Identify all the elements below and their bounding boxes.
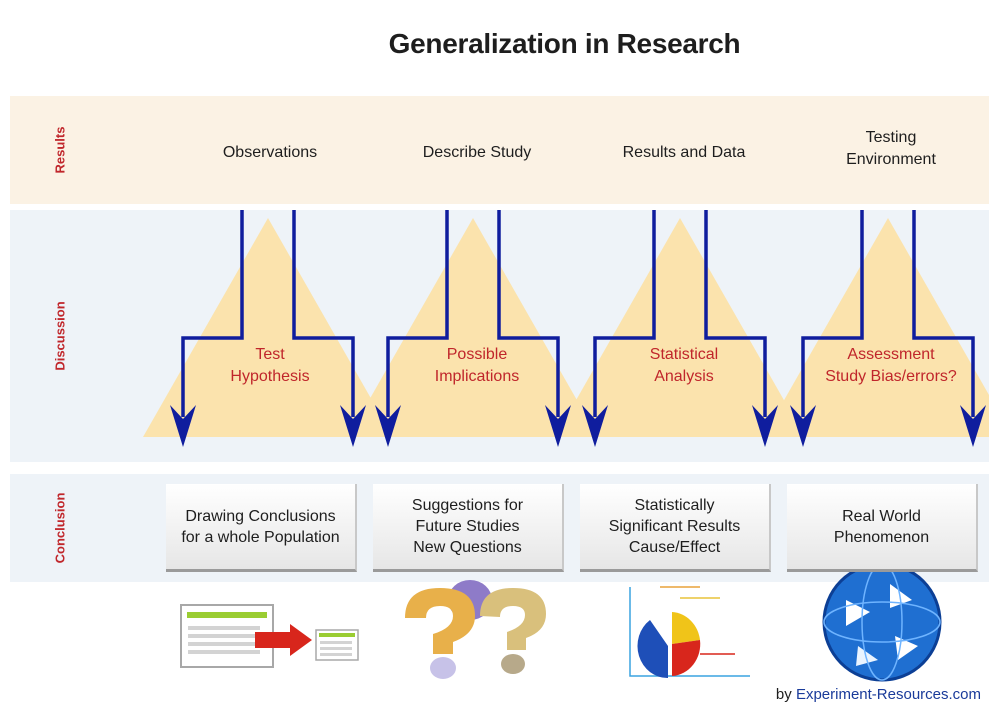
- column-heading-testing-environment: Testing Environment: [846, 129, 936, 168]
- conclusion-box-population: Drawing Conclusions for a whole Populati…: [166, 484, 357, 572]
- globe-icon: [822, 562, 942, 682]
- page-title: Generalization in Research: [388, 28, 741, 59]
- credit-site-link[interactable]: Experiment-Resources.com: [795, 686, 981, 703]
- document-transfer-icon: [180, 604, 359, 668]
- credit-prefix: by: [775, 686, 792, 703]
- results-band: [10, 96, 989, 204]
- credit-line: by Experiment-Resources.com: [776, 686, 981, 703]
- arrows-group: [170, 210, 986, 447]
- triangle-testing-environment: [763, 218, 989, 437]
- conclusion-box-future-studies: Suggestions for Future Studies New Quest…: [373, 484, 564, 572]
- column-heading-results-data: Results and Data: [622, 144, 746, 161]
- column-heading-describe-study: Describe Study: [422, 144, 532, 161]
- arrow-left-observations: [170, 210, 244, 447]
- arrow-left-results-data: [582, 210, 656, 447]
- discussion-label-statistical-analysis: Statistical Analysis: [649, 346, 719, 385]
- triangle-results-data: [555, 218, 805, 437]
- pie-chart-icon: [629, 586, 750, 679]
- triangle-describe-study: [348, 218, 598, 437]
- discussion-label-possible-implications: Possible Implications: [434, 346, 520, 385]
- arrow-right-testing-environment: [912, 210, 986, 447]
- arrow-left-testing-environment: [790, 210, 864, 447]
- discussion-label-assessment: Assessment Study Bias/errors?: [825, 346, 957, 385]
- column-heading-observations: Observations: [222, 144, 318, 161]
- conclusion-box-real-world: Real World Phenomenon: [787, 484, 978, 572]
- icons-group: [180, 562, 942, 682]
- discussion-label-test-hypothesis: Test Hypothesis: [230, 346, 310, 385]
- arrow-right-observations: [292, 210, 366, 447]
- triangle-observations: [143, 218, 393, 437]
- question-marks-icon: [405, 580, 546, 679]
- arrow-left-describe-study: [375, 210, 449, 447]
- arrow-right-results-data: [704, 210, 778, 447]
- arrow-right-describe-study: [497, 210, 571, 447]
- triangles-group: [143, 218, 989, 437]
- conclusion-box-significant-results: Statistically Significant Results Cause/…: [580, 484, 771, 572]
